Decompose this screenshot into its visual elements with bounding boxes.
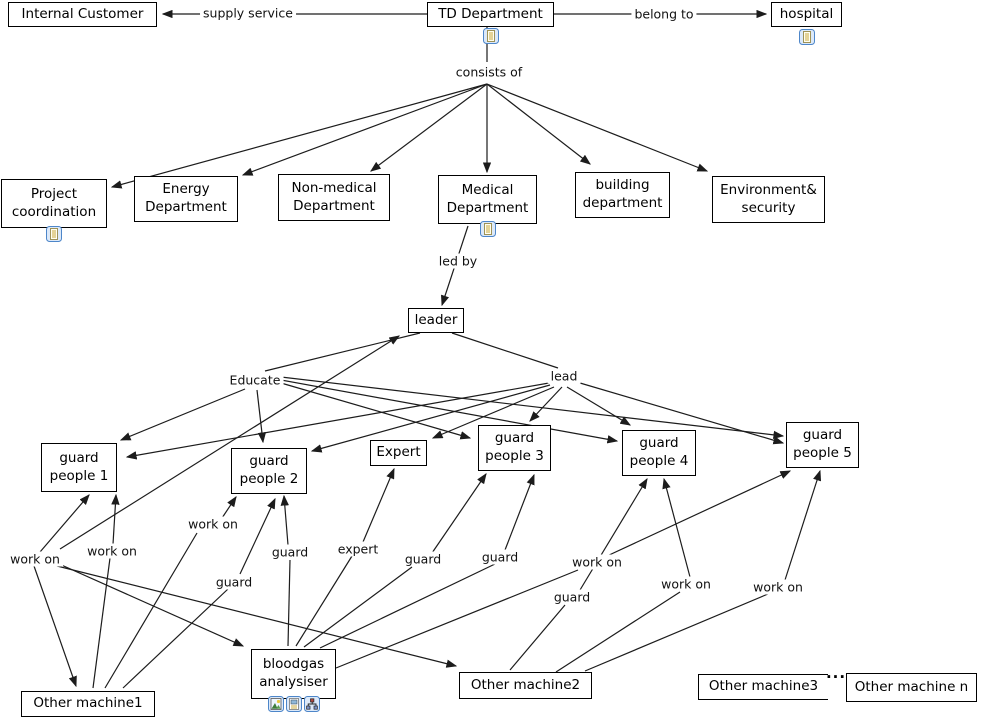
document-icon[interactable] bbox=[798, 29, 815, 45]
edge-lines bbox=[33, 9, 822, 689]
document-icon[interactable] bbox=[479, 221, 496, 237]
edge-line bbox=[486, 83, 709, 172]
link-label-work-on-3[interactable]: work on bbox=[185, 516, 241, 532]
edge-line bbox=[56, 562, 245, 647]
edge-line bbox=[111, 493, 120, 545]
edge-line bbox=[280, 494, 289, 546]
link-label-lead[interactable]: lead bbox=[547, 368, 581, 384]
ellipsis-text: ··· bbox=[825, 668, 847, 686]
edge-line bbox=[310, 384, 551, 453]
link-label-work-on-5[interactable]: work on bbox=[658, 576, 714, 592]
link-label-expert-link[interactable]: expert bbox=[334, 541, 382, 557]
edge-line bbox=[579, 477, 648, 591]
node-other-machine1[interactable]: Other machine1 bbox=[21, 691, 155, 717]
link-label-work-on-1[interactable]: work on bbox=[7, 551, 63, 567]
node-energy-department[interactable]: Energy Department bbox=[134, 176, 238, 222]
node-bloodgas-analysiser-icons bbox=[267, 696, 320, 712]
node-guard-people-3[interactable]: guard people 3 bbox=[478, 425, 551, 471]
edge-line bbox=[221, 496, 237, 519]
edge-line bbox=[362, 467, 395, 543]
node-guard-people-2[interactable]: guard people 2 bbox=[231, 448, 307, 494]
edge-line bbox=[335, 569, 579, 669]
link-label-supply-service[interactable]: supply service bbox=[200, 5, 296, 21]
node-td-department-icons bbox=[482, 28, 499, 44]
edge-line bbox=[451, 332, 559, 369]
node-td-department[interactable]: TD Department bbox=[427, 2, 554, 27]
node-internal-customer[interactable]: Internal Customer bbox=[8, 2, 157, 27]
edge-line bbox=[529, 386, 563, 422]
edge-line bbox=[280, 376, 785, 440]
edge-line bbox=[125, 382, 550, 460]
document-icon[interactable] bbox=[482, 28, 499, 44]
link-label-guard-5[interactable]: guard bbox=[550, 589, 594, 605]
edge-line bbox=[509, 604, 566, 671]
link-label-work-on-2[interactable]: work on bbox=[84, 543, 140, 559]
node-expert[interactable]: Expert bbox=[370, 440, 427, 466]
orgchart-icon[interactable] bbox=[303, 696, 320, 712]
node-other-machine-n[interactable]: Other machine n bbox=[846, 673, 977, 702]
edge-line bbox=[92, 557, 111, 689]
edge-line bbox=[566, 386, 632, 426]
edge-line bbox=[119, 388, 246, 441]
edge-line bbox=[287, 559, 291, 647]
edge-line bbox=[104, 532, 198, 689]
node-guard-people-4[interactable]: guard people 4 bbox=[622, 430, 696, 476]
link-label-guard-4[interactable]: guard bbox=[478, 549, 522, 565]
node-medical-department[interactable]: Medical Department bbox=[438, 175, 537, 224]
edge-line bbox=[39, 494, 90, 553]
edge-line bbox=[56, 565, 458, 668]
edge-line bbox=[486, 83, 591, 165]
node-guard-people-5[interactable]: guard people 5 bbox=[786, 422, 859, 468]
node-guard-people-1[interactable]: guard people 1 bbox=[41, 443, 117, 492]
edge-line bbox=[370, 83, 488, 172]
node-environment-security[interactable]: Environment& security bbox=[712, 176, 825, 223]
link-label-work-on-6[interactable]: work on bbox=[750, 579, 806, 595]
node-building-department[interactable]: building department bbox=[575, 172, 670, 218]
edge-line bbox=[295, 555, 353, 647]
image-document-icon[interactable] bbox=[285, 696, 302, 712]
image-icon[interactable] bbox=[267, 696, 284, 712]
node-leader[interactable]: leader bbox=[408, 308, 464, 333]
edge-line bbox=[431, 386, 555, 439]
edge-line bbox=[662, 477, 691, 578]
node-project-coordination-icons bbox=[46, 226, 62, 242]
node-other-machine2[interactable]: Other machine2 bbox=[459, 672, 592, 699]
link-label-guard-1[interactable]: guard bbox=[212, 574, 256, 590]
edge-line bbox=[110, 83, 488, 189]
edge-line bbox=[303, 566, 413, 648]
edge-line bbox=[606, 470, 792, 557]
edge-line bbox=[264, 332, 421, 372]
link-label-led-by[interactable]: led by bbox=[435, 253, 481, 269]
edge-line bbox=[584, 593, 769, 672]
node-medical-department-icons bbox=[479, 221, 496, 237]
document-icon[interactable] bbox=[46, 226, 62, 242]
link-label-educate[interactable]: Educate bbox=[226, 372, 284, 388]
node-bloodgas-analysiser[interactable]: bloodgas analysiser bbox=[251, 649, 336, 699]
edge-line bbox=[280, 379, 619, 444]
edge-line bbox=[319, 563, 496, 649]
edge-line bbox=[555, 591, 681, 673]
edge-line bbox=[280, 382, 472, 440]
link-label-belong-to[interactable]: belong to bbox=[631, 6, 697, 22]
edge-line bbox=[579, 382, 785, 445]
link-label-guard-2[interactable]: guard bbox=[268, 544, 312, 560]
link-label-guard-3[interactable]: guard bbox=[401, 551, 445, 567]
node-non-medical-department[interactable]: Non-medical Department bbox=[278, 174, 390, 221]
edge-line bbox=[504, 473, 535, 551]
link-label-work-on-4[interactable]: work on bbox=[569, 554, 625, 570]
node-project-coordination[interactable]: Project coordination bbox=[1, 179, 107, 228]
edge-line bbox=[784, 469, 822, 581]
edge-line bbox=[59, 335, 401, 550]
node-hospital-icons bbox=[798, 29, 815, 45]
link-label-consists-of[interactable]: consists of bbox=[452, 64, 526, 80]
edge-line bbox=[431, 473, 487, 554]
edge-line bbox=[33, 565, 77, 688]
node-other-machine3[interactable]: Other machine3 bbox=[698, 674, 828, 700]
node-hospital[interactable]: hospital bbox=[771, 2, 842, 27]
edge-line bbox=[122, 588, 229, 689]
edge-line bbox=[239, 497, 276, 575]
edge-line bbox=[241, 83, 488, 176]
